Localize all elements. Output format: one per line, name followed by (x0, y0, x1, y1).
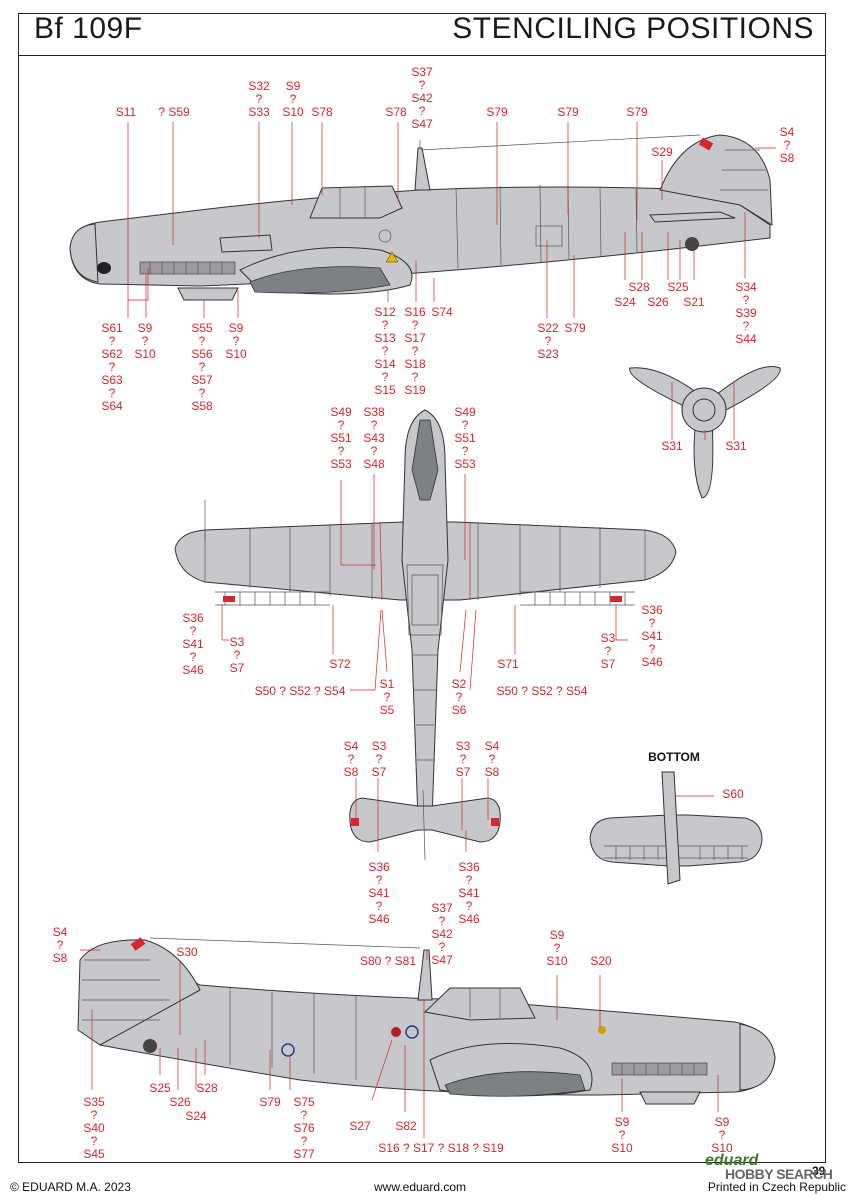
stencil-label: S36 ? S41 ? S46 (182, 611, 204, 677)
stencil-label: S9 ? S10 (711, 1115, 733, 1155)
stencil-label: S35 ? S40 ? S45 (83, 1095, 105, 1161)
watermark: HOBBY SEARCH (725, 1166, 833, 1182)
stencil-label: S79 (259, 1095, 281, 1109)
stencil-label: S28 (196, 1081, 218, 1095)
bottom-view-title: BOTTOM (648, 750, 700, 764)
stencil-label: S16 ? S17 ? S18 ? S19 (378, 1141, 504, 1155)
printed-note: Printed in Czech Republic (707, 1180, 846, 1194)
stencil-label: S37 ? S42 ? S47 (411, 65, 433, 131)
stencil-label: S37 ? S42 ? S47 (431, 901, 453, 967)
stencil-label: S72 (329, 657, 351, 671)
stencil-label: S28 (628, 280, 650, 294)
stencil-label: S4 ? S8 (343, 739, 359, 779)
stencil-label: S74 (431, 305, 453, 319)
stencil-label: S60 (722, 787, 744, 801)
stencil-label: S36 ? S41 ? S46 (458, 860, 480, 926)
stencil-label: S31 (661, 439, 683, 453)
stencil-label: S11 (115, 105, 137, 119)
stencil-label: S29 (651, 145, 673, 159)
stencil-label: S12 ? S13 ? S14 ? S15 (374, 305, 396, 397)
stencil-label: S79 (564, 321, 586, 335)
stencil-label: S50 ? S52 ? S54 (254, 684, 346, 698)
stencil-label: S9 ? S10 (134, 321, 156, 361)
side-view-right (77, 937, 776, 1138)
stencil-label: S24 (185, 1109, 207, 1123)
stencil-label: S25 (667, 280, 689, 294)
stencil-label: S4 ? S8 (52, 925, 68, 965)
stencil-label: S21 (683, 295, 705, 309)
aircraft-title: Bf 109F (34, 12, 143, 45)
stencil-label: S71 (497, 657, 519, 671)
stencil-label: S26 (647, 295, 669, 309)
stencil-label: S3 ? S7 (371, 739, 387, 779)
stencil-label: S82 (395, 1119, 417, 1133)
stencil-label: S34 ? S39 ? S44 (735, 280, 757, 346)
stencil-label: S55 ? S56 ? S57 ? S58 (191, 321, 213, 413)
stencil-label: S9 ? S10 (225, 321, 247, 361)
page-title: STENCILING POSITIONS (452, 12, 814, 45)
stencil-label: S30 (176, 945, 198, 959)
page-number: 39 (812, 1164, 826, 1178)
stencil-label: S3 ? S7 (229, 635, 245, 675)
stencil-label: ? S59 (158, 105, 190, 119)
stencil-label: S27 (349, 1119, 371, 1133)
stencil-label: S25 (149, 1081, 171, 1095)
header-rule (18, 55, 826, 56)
stencil-label: S78 (311, 105, 333, 119)
stencil-label: S4 ? S8 (484, 739, 500, 779)
stencil-label: S36 ? S41 ? S46 (641, 603, 663, 669)
stencil-label: S78 (385, 105, 407, 119)
stencil-label: S1 ? S5 (379, 677, 395, 717)
stencil-label: S31 (725, 439, 747, 453)
stencil-label: S79 (626, 105, 648, 119)
stencil-label: S22 ? S23 (537, 321, 559, 361)
stencil-label: S9 ? S10 (611, 1115, 633, 1155)
bottom-detail-view (589, 771, 763, 885)
website-link[interactable]: www.eduard.com (374, 1180, 467, 1194)
stencil-label: S20 (590, 954, 612, 968)
stencil-label: S4 ? S8 (779, 125, 795, 165)
page-frame (18, 13, 826, 1163)
plan-view (174, 409, 677, 861)
stencil-label: S16 ? S17 ? S18 ? S19 (404, 305, 426, 397)
stencil-label: S79 (486, 105, 508, 119)
copyright: © EDUARD M.A. 2023 (10, 1180, 131, 1194)
stencil-label: S79 (557, 105, 579, 119)
propeller-view (629, 366, 781, 499)
stencil-label: S49 ? S51 ? S53 (330, 405, 352, 471)
stencil-label: S50 ? S52 ? S54 (496, 684, 588, 698)
stencil-label: S2 ? S6 (451, 677, 467, 717)
stencil-label: S75 ? S76 ? S77 (293, 1095, 315, 1161)
brand-logo: eduard (705, 1152, 759, 1169)
stencil-label: S9 ? S10 (282, 79, 304, 119)
stencil-label: S38 ? S43 ? S48 (363, 405, 385, 471)
stencil-label: S80 ? S81 (359, 954, 417, 968)
stencil-label: S36 ? S41 ? S46 (368, 860, 390, 926)
stencil-label: S3 ? S7 (600, 631, 616, 671)
stencil-label: S32 ? S33 (248, 79, 270, 119)
stencil-label: S9 ? S10 (546, 928, 568, 968)
stencil-label: S3 ? S7 (455, 739, 471, 779)
side-view-left (69, 122, 776, 318)
stencil-label: S24 (614, 295, 636, 309)
stencil-label: S49 ? S51 ? S53 (454, 405, 476, 471)
stencil-label: S26 (169, 1095, 191, 1109)
stencil-label: S61 ? S62 ? S63 ? S64 (101, 321, 123, 413)
